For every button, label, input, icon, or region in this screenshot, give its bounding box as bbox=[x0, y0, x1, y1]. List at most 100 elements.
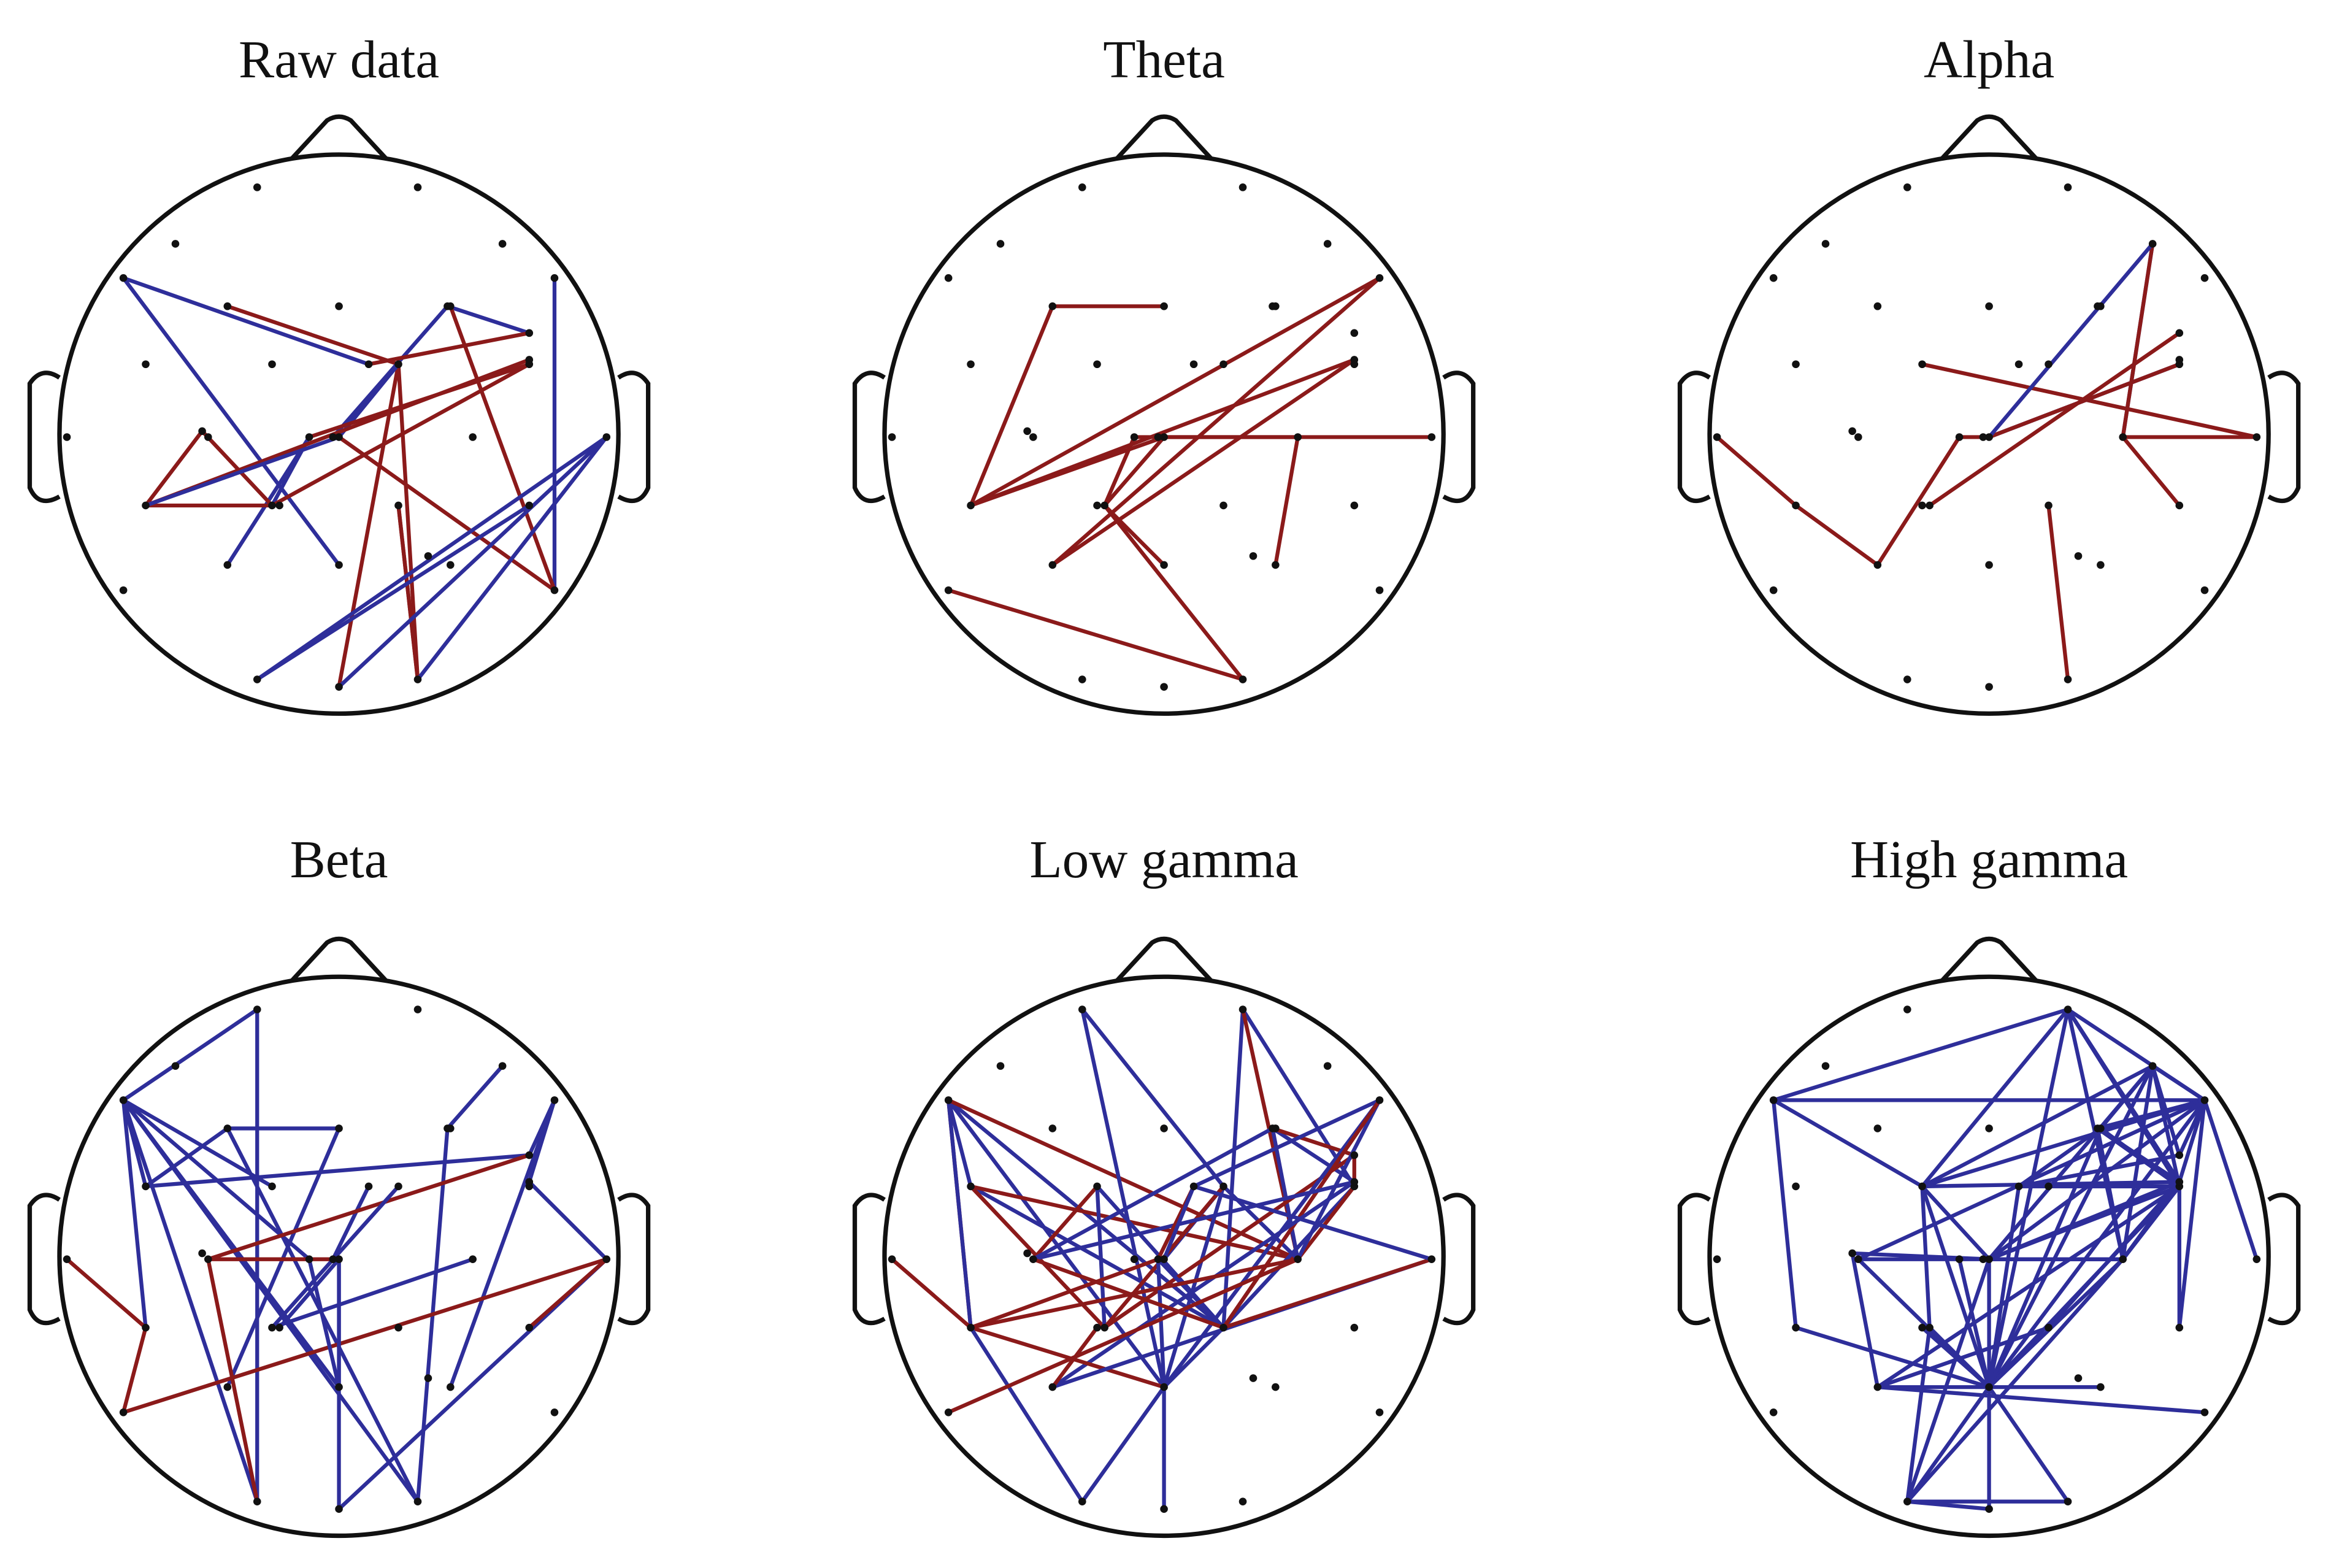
electrode-dot bbox=[1323, 240, 1332, 248]
electrode-dot bbox=[888, 433, 896, 441]
connection-line bbox=[1031, 1257, 1226, 1330]
electrode-dot bbox=[1029, 433, 1037, 441]
electrode-dot bbox=[1375, 274, 1384, 282]
electrode-dot bbox=[1979, 1255, 1987, 1263]
connection-line bbox=[121, 1098, 259, 1504]
electrode-dot bbox=[1918, 1182, 1926, 1191]
electrode-dot bbox=[2175, 356, 2184, 364]
electrode-dot bbox=[525, 329, 534, 337]
electrode-dot bbox=[1955, 433, 1964, 441]
ear-icon bbox=[27, 371, 61, 504]
electrode-dot bbox=[1979, 433, 1987, 441]
connection-line bbox=[1905, 1326, 1932, 1504]
electrode-dot bbox=[1189, 1182, 1198, 1191]
connection-line bbox=[1102, 435, 1137, 508]
connection-line bbox=[1031, 1126, 1275, 1261]
electrode-dot bbox=[1713, 433, 1721, 441]
scalp-panel-6: High gamma bbox=[1677, 829, 2301, 1539]
ear-icon bbox=[617, 1193, 651, 1326]
electrode-dot bbox=[1130, 1255, 1139, 1263]
electrode-dot bbox=[1903, 675, 1911, 683]
connection-line bbox=[206, 1257, 259, 1504]
electrode-dot bbox=[364, 1182, 373, 1191]
connection-line bbox=[1296, 1184, 1356, 1261]
electrode-dot bbox=[1160, 683, 1168, 691]
scalp-panel-5: Low gamma bbox=[852, 829, 1476, 1539]
electrode-dot bbox=[1792, 501, 1800, 510]
panel-title: Theta bbox=[1103, 29, 1225, 89]
connection-line bbox=[1162, 1326, 1226, 1389]
electrode-dot bbox=[996, 240, 1005, 248]
electrode-dot bbox=[198, 1249, 206, 1258]
electrode-dot bbox=[171, 1062, 180, 1070]
electrode-dot bbox=[1093, 501, 1101, 510]
connection-line bbox=[947, 1098, 973, 1330]
electrode-dot bbox=[1854, 433, 1862, 441]
electrode-dot bbox=[329, 433, 337, 441]
electrode-dot bbox=[967, 1182, 975, 1191]
electrode-dot bbox=[1048, 1124, 1057, 1132]
electrode-dot bbox=[1350, 1178, 1359, 1186]
electrode-dot bbox=[2252, 1255, 2261, 1263]
connection-line bbox=[1221, 1184, 1356, 1330]
connection-line bbox=[2151, 1064, 2207, 1102]
connection-line bbox=[1050, 1180, 1356, 1389]
connection-line bbox=[889, 1257, 973, 1330]
connection-line bbox=[337, 362, 401, 689]
connection-line bbox=[2016, 1153, 2181, 1189]
electrode-dot bbox=[394, 1182, 402, 1191]
electrode-dot bbox=[1294, 1255, 1302, 1263]
connection-line bbox=[1772, 1098, 1798, 1330]
connection-line bbox=[144, 435, 341, 508]
connection-line bbox=[121, 1098, 274, 1189]
electrode-dot bbox=[119, 274, 128, 282]
electrode-dot bbox=[204, 1255, 212, 1263]
electrode-dot bbox=[2175, 1151, 2184, 1159]
connection-line bbox=[1191, 1098, 1382, 1189]
electrode-dot bbox=[447, 561, 455, 569]
electrode-dot bbox=[944, 1408, 953, 1416]
connection-line bbox=[2177, 1098, 2207, 1330]
electrode-dot bbox=[275, 501, 283, 510]
electrode-dot bbox=[1048, 1383, 1057, 1391]
electrode-dot bbox=[1769, 586, 1778, 594]
electrode-dot bbox=[394, 501, 402, 510]
connection-line bbox=[331, 1184, 371, 1261]
electrode-dot bbox=[413, 675, 422, 683]
connection-line bbox=[1162, 1184, 1226, 1389]
electrode-dot bbox=[1985, 1383, 1993, 1391]
connection-line bbox=[1095, 1184, 1107, 1330]
electrode-dot bbox=[1903, 1005, 1911, 1013]
connection-line bbox=[1856, 1098, 2207, 1261]
connection-line bbox=[1156, 1257, 1226, 1330]
electrode-dot bbox=[1219, 1182, 1227, 1191]
electrode-dot bbox=[413, 1497, 422, 1506]
electrode-dot bbox=[1427, 1255, 1436, 1263]
electrode-dot bbox=[1269, 1124, 1277, 1132]
scalp-panel-4: Beta bbox=[27, 829, 651, 1539]
electrode-dot bbox=[2014, 360, 2023, 369]
electrode-dot bbox=[1985, 1124, 1993, 1132]
electrode-dot bbox=[1985, 683, 1993, 691]
connection-line bbox=[270, 362, 531, 508]
electrode-dot bbox=[967, 501, 975, 510]
electrode-dot bbox=[275, 1323, 283, 1332]
electrode-dot bbox=[1873, 1383, 1882, 1391]
electrode-dot bbox=[944, 586, 953, 594]
connection-line bbox=[225, 304, 401, 366]
electrode-dot bbox=[119, 1096, 128, 1104]
connection-line bbox=[200, 429, 274, 508]
electrode-dot bbox=[1873, 302, 1882, 310]
electrode-dot bbox=[602, 433, 611, 441]
connection-line bbox=[1794, 503, 1880, 567]
electrode-dot bbox=[1048, 302, 1057, 310]
connection-line bbox=[1162, 1184, 1196, 1261]
connection-line bbox=[1920, 1007, 2070, 1189]
ear-icon bbox=[1677, 1193, 1711, 1326]
electrode-dot bbox=[1985, 1255, 1993, 1263]
electrode-dot bbox=[1792, 1182, 1800, 1191]
electrode-dot bbox=[1903, 183, 1911, 191]
electrode-dot bbox=[967, 1323, 975, 1332]
electrode-dot bbox=[525, 1178, 534, 1186]
